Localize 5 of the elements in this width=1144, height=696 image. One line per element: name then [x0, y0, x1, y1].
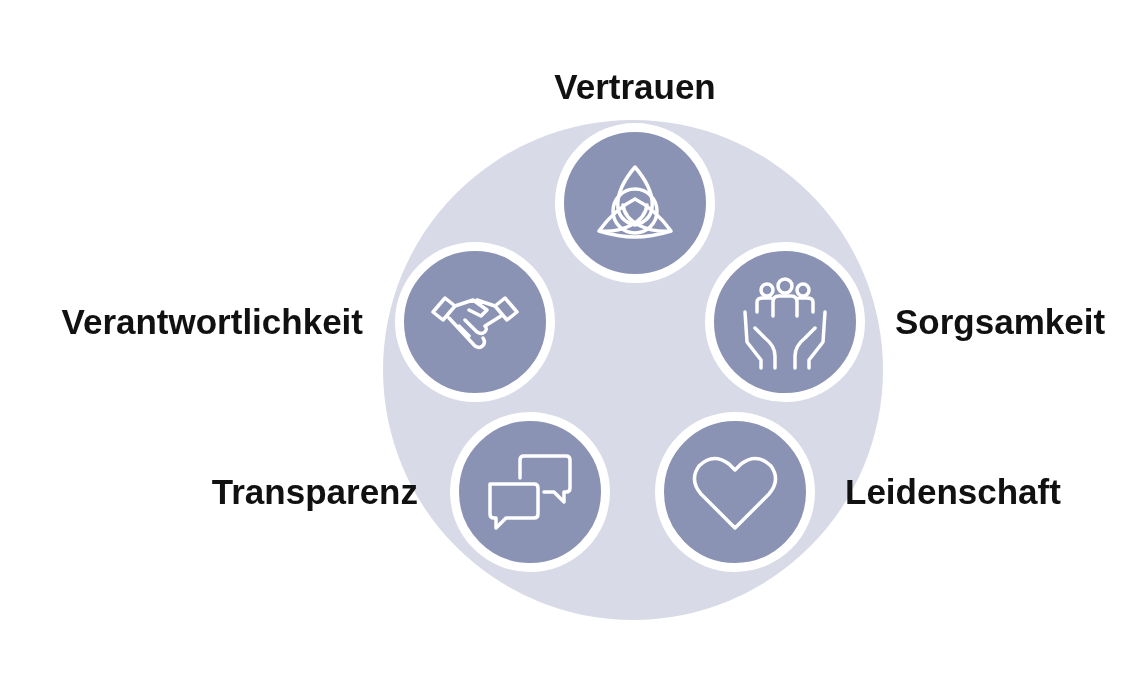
value-label: Vertrauen	[554, 66, 716, 108]
value-label: Verantwortlichkeit	[61, 301, 363, 343]
value-label: Transparenz	[211, 471, 418, 513]
value-label: Sorgsamkeit	[895, 301, 1106, 343]
value-label: Leidenschaft	[845, 471, 1061, 513]
